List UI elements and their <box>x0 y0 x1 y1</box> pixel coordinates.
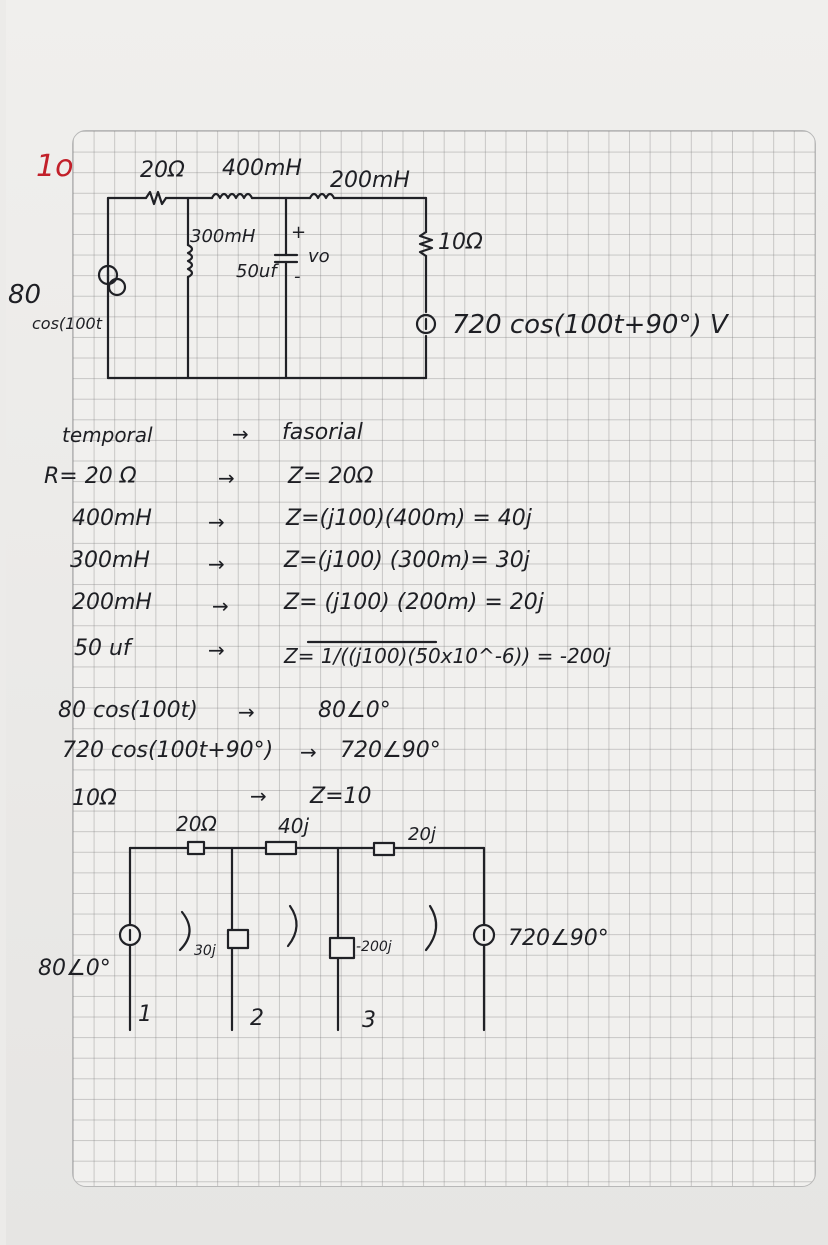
row-400mh-right: Z=(j100)(400m) = 40j <box>286 506 532 531</box>
c2-label-20j: 20j <box>408 824 436 845</box>
source1-time: 80 cos(100t) <box>58 698 198 723</box>
row-50uf-arrow: → <box>208 638 225 662</box>
row-r-right: Z= 20Ω <box>288 464 374 489</box>
mesh-3-label: 3 <box>362 1008 376 1033</box>
c2-left-source: 80∠0° <box>38 956 111 981</box>
row-50uf-right: Z= 1/((j100)(50x10^-6)) = -200j <box>284 644 611 668</box>
c2-label-40j: 40j <box>278 814 310 838</box>
row-10ohm-left: 10Ω <box>72 786 117 811</box>
source1-phasor: 80∠0° <box>318 698 391 723</box>
label-vo: vo <box>308 246 330 267</box>
label-left-source-amplitude: 80 <box>8 280 42 310</box>
row-400mh-left: 400mH <box>72 506 152 531</box>
row-200mh-arrow: → <box>212 594 229 618</box>
row-r-left: R= 20 Ω <box>44 464 137 489</box>
label-capacitor-50uf: 50uf <box>236 261 277 282</box>
grid-paper <box>72 130 816 1187</box>
label-resistor-20: 20Ω <box>140 158 185 183</box>
notebook-sheet <box>6 0 828 1245</box>
label-left-source-cos: cos(100t <box>32 314 102 333</box>
label-inductor-300mh: 300mH <box>190 226 256 247</box>
row-50uf-left: 50 uf <box>74 636 131 661</box>
source1-arrow: → <box>238 700 255 724</box>
circuit-top-wires <box>106 190 434 380</box>
label-resistor-10: 10Ω <box>438 230 483 255</box>
label-inductor-400mh: 400mH <box>222 156 302 181</box>
row-10ohm-arrow: → <box>250 784 267 808</box>
mesh-1-label: 1 <box>138 1002 152 1027</box>
source2-arrow: → <box>300 740 317 764</box>
circuit-top-sources <box>97 264 437 335</box>
row-200mh-left: 200mH <box>72 590 152 615</box>
label-inductor-200mh: 200mH <box>330 168 410 193</box>
row-300mh-right: Z=(j100) (300m)= 30j <box>284 548 530 573</box>
row-200mh-right: Z= (j100) (200m) = 20j <box>284 590 544 615</box>
row-400mh-arrow: → <box>208 510 225 534</box>
header-fasorial: fasorial <box>282 420 363 445</box>
header-temporal: temporal <box>62 423 153 447</box>
circuit-bottom-wires <box>118 840 496 1032</box>
label-vo-plus: + <box>291 222 307 243</box>
c2-label-neg200j: -200j <box>356 939 392 955</box>
problem-number: 1o <box>36 149 74 184</box>
header-arrow: → <box>232 422 249 446</box>
c2-right-source: 720∠90° <box>508 926 609 951</box>
row-300mh-left: 300mH <box>70 548 150 573</box>
source2-time: 720 cos(100t+90°) <box>62 738 274 763</box>
row-10ohm-right: Z=10 <box>310 784 372 809</box>
label-vo-minus: - <box>294 266 301 287</box>
source2-phasor: 720∠90° <box>340 738 441 763</box>
label-right-source: 720 cos(100t+90°) V <box>452 310 728 340</box>
row-300mh-arrow: → <box>208 552 225 576</box>
row-r-arrow: → <box>218 466 235 490</box>
c2-label-30j: 30j <box>194 943 216 959</box>
mesh-2-label: 2 <box>250 1006 264 1031</box>
c2-label-20ohm: 20Ω <box>176 812 217 836</box>
